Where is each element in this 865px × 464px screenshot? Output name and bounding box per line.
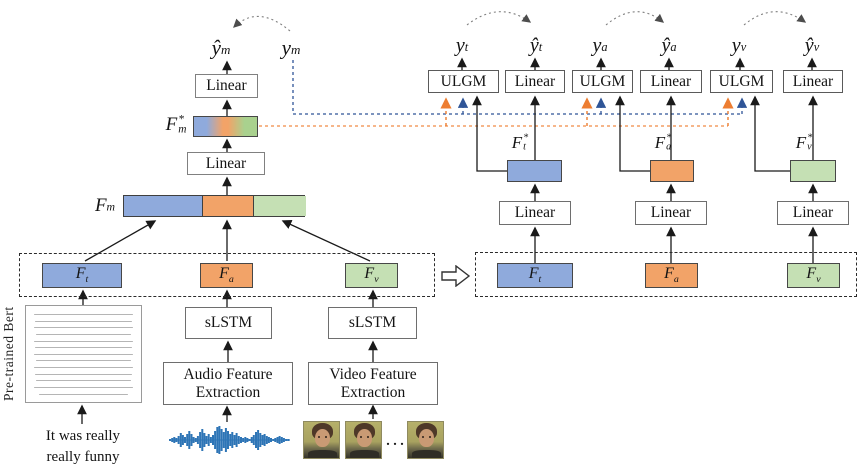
f-v-star-box (790, 160, 836, 182)
f-v-box-left: Fv (345, 263, 398, 288)
f-t-box-left: Ft (42, 263, 122, 288)
ulgm-box-text: ULGM (428, 70, 499, 93)
pretrained-bert-label: Pre-trained Bert (1, 306, 16, 402)
linear-label: Linear (205, 154, 247, 172)
ulgm-label: ULGM (440, 72, 487, 90)
linear-label: Linear (514, 72, 556, 90)
linear-pred-box-video: Linear (783, 70, 843, 93)
linear-proj-box-video: Linear (777, 201, 849, 225)
f-m-star-feature-bar (193, 116, 258, 137)
linear-label: Linear (206, 77, 247, 95)
audio-feature-extraction-box: Audio Feature Extraction (163, 362, 293, 405)
linear-label: Linear (792, 72, 834, 90)
label-f-t-star: F *t (511, 132, 529, 153)
slstm-label: sLSTM (348, 314, 397, 332)
linear-pred-box-audio: Linear (640, 70, 702, 93)
f-v-box-right: Fv (787, 263, 840, 288)
linear-pred-box-text: Linear (505, 70, 565, 93)
unimodal-features-container-left (19, 253, 435, 297)
f-a-box-right: Fa (645, 263, 698, 288)
slstm-video-box: sLSTM (328, 307, 417, 339)
slstm-label: sLSTM (204, 314, 253, 332)
f-a-box-left: Fa (200, 263, 253, 288)
ulgm-box-video: ULGM (710, 70, 773, 93)
audio-fe-line2: Extraction (195, 383, 261, 401)
linear-box-fusion-top: Linear (195, 74, 258, 98)
bert-embedding-block (25, 305, 142, 403)
ulgm-box-audio: ULGM (572, 70, 633, 93)
f-m-text-segment (124, 196, 202, 216)
audio-waveform (169, 426, 290, 454)
label-f-v-star: F *v (795, 132, 813, 153)
f-m-video-segment (254, 196, 306, 216)
f-t-box-right: Ft (497, 263, 573, 288)
video-frame-3 (407, 421, 444, 459)
f-t-star-box (507, 160, 562, 182)
linear-label: Linear (650, 72, 692, 90)
linear-proj-box-text: Linear (499, 201, 571, 225)
video-frame-1 (303, 421, 340, 459)
ulgm-label: ULGM (718, 72, 765, 90)
transform-arrow-icon (441, 265, 471, 287)
f-m-concat-bar (123, 195, 306, 217)
input-utterance-text: It was really really funny (24, 426, 142, 464)
linear-box-fusion-mid: Linear (187, 152, 265, 175)
unimodal-features-container-right (475, 252, 857, 297)
f-a-star-box (650, 160, 694, 182)
label-f-a-star: F *a (654, 132, 672, 153)
linear-proj-box-audio: Linear (635, 201, 707, 225)
utterance-line2: really funny (46, 449, 120, 464)
video-feature-extraction-box: Video Feature Extraction (308, 362, 438, 405)
video-fe-line1: Video Feature (329, 365, 417, 383)
linear-label: Linear (792, 204, 834, 222)
label-f-m-star: F *m (165, 113, 187, 136)
slstm-audio-box: sLSTM (185, 307, 272, 339)
f-m-audio-segment (202, 196, 254, 216)
utterance-line1: It was really (45, 428, 121, 444)
video-frame-2 (345, 421, 382, 459)
ulgm-label: ULGM (579, 72, 626, 90)
video-frames-ellipsis: . . . (386, 434, 404, 449)
audio-fe-line1: Audio Feature (183, 365, 273, 383)
video-fe-line2: Extraction (340, 383, 406, 401)
linear-label: Linear (514, 204, 556, 222)
linear-label: Linear (650, 204, 692, 222)
